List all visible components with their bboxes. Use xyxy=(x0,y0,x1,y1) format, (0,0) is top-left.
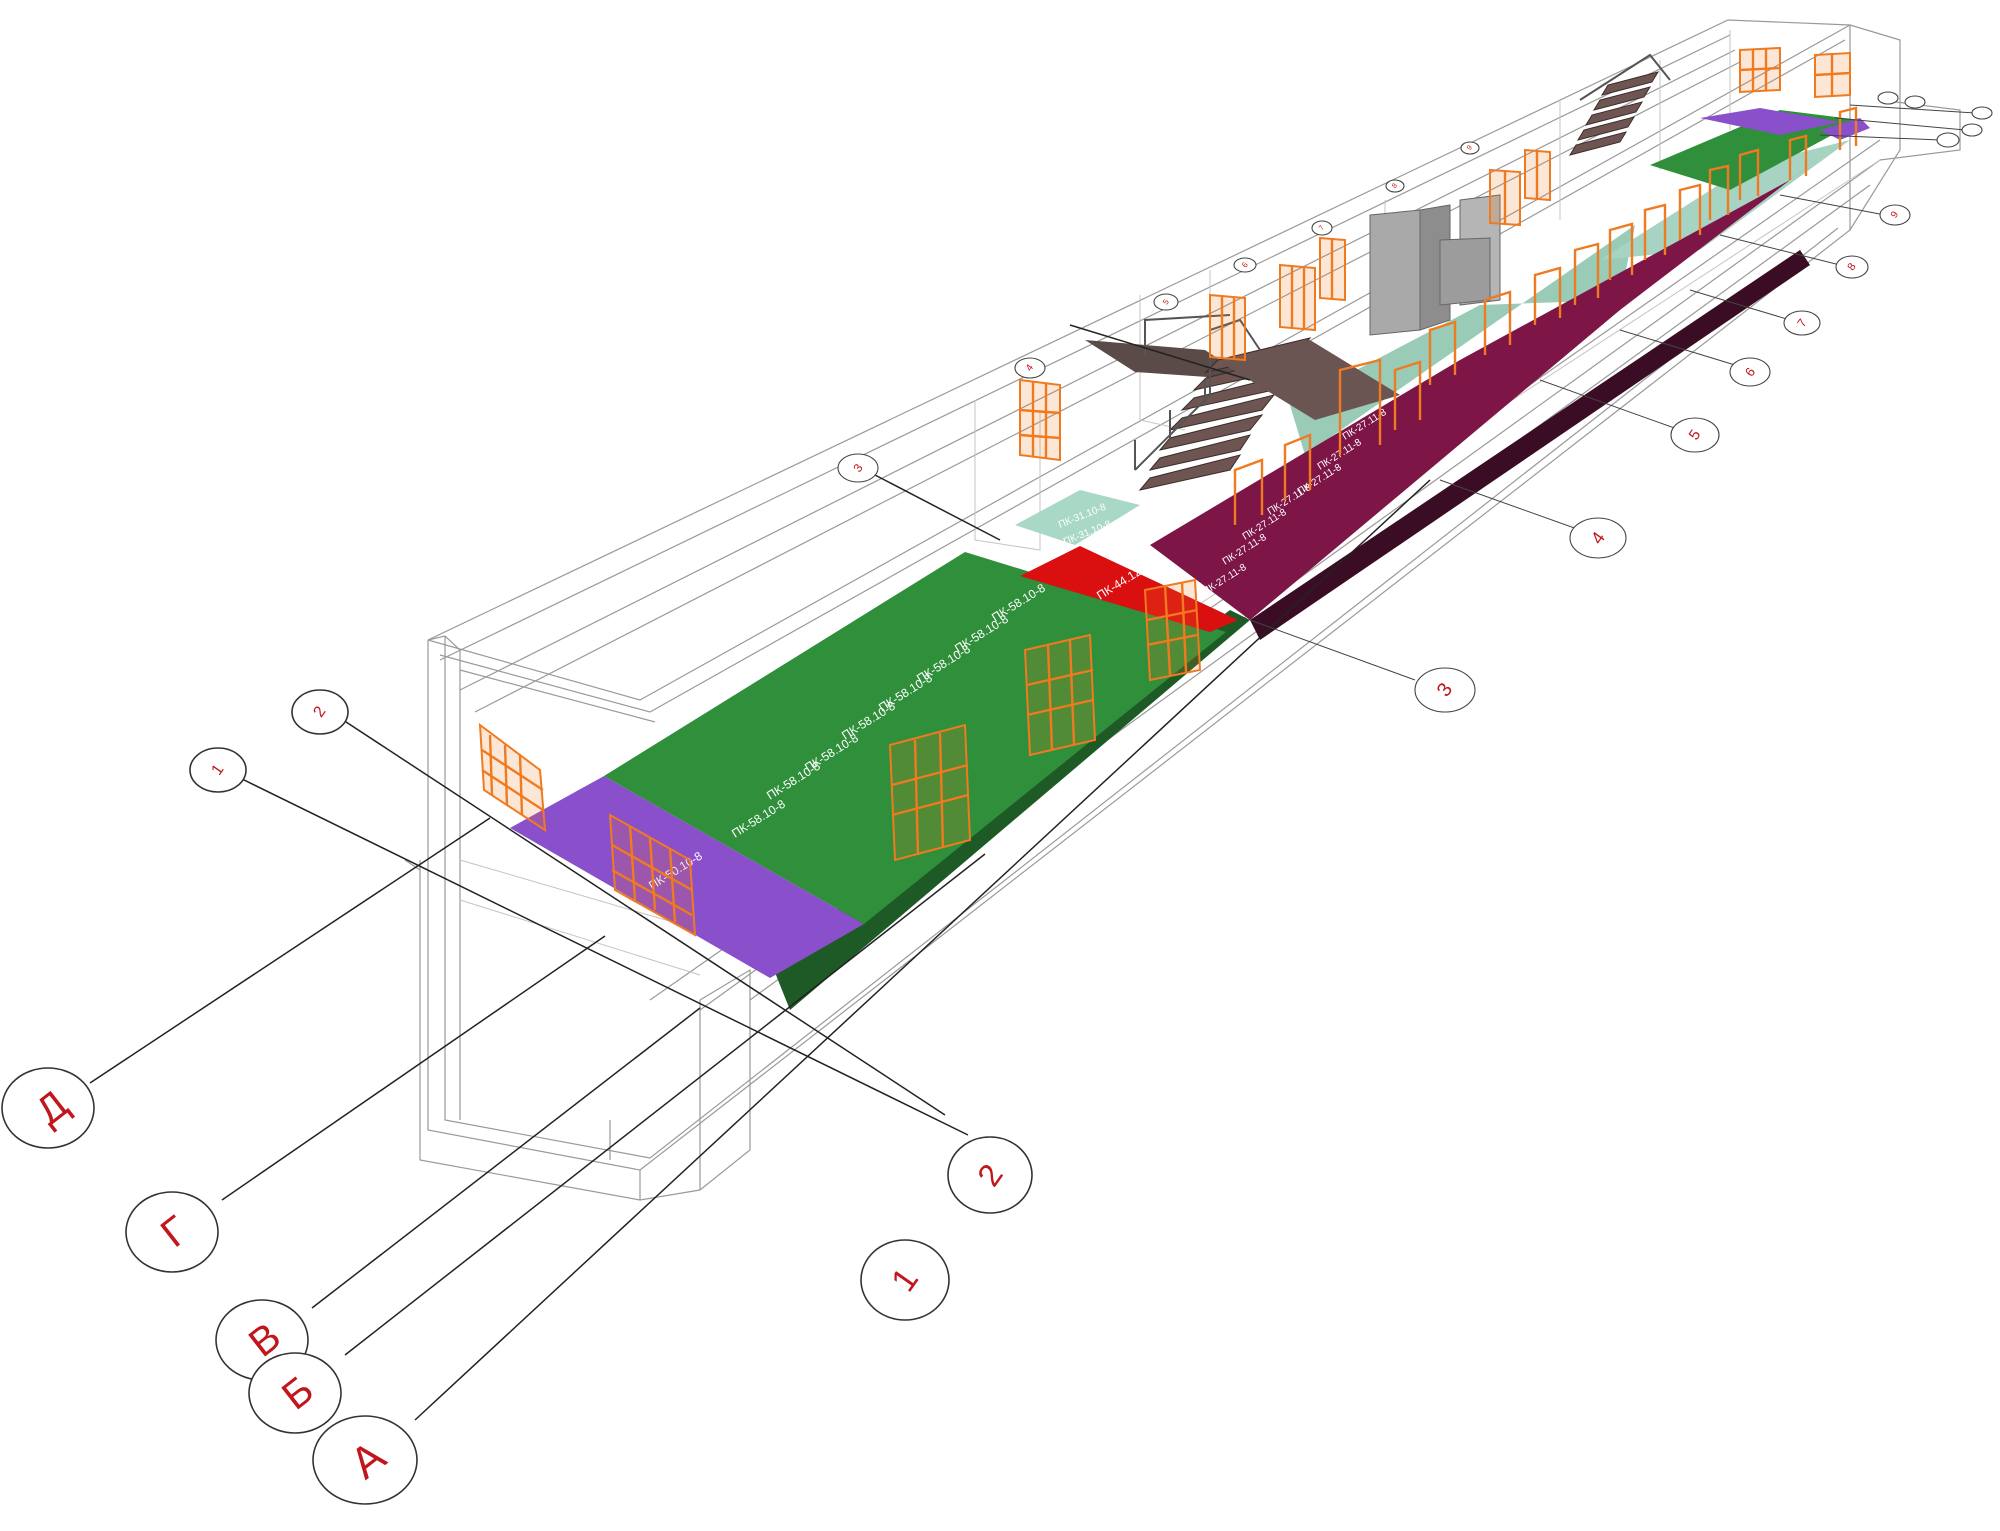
axis-bubble-7-right: 7 xyxy=(1783,310,1821,336)
window xyxy=(888,723,972,862)
axis-bubble-6-back: 6 xyxy=(1233,257,1257,273)
window xyxy=(1019,378,1061,462)
windows xyxy=(478,46,1858,937)
axis-bubble-8-right: 8 xyxy=(1835,255,1869,279)
axis-number-label: 7 xyxy=(1318,224,1326,231)
window xyxy=(1524,148,1551,202)
axis-number-label: 9 xyxy=(1889,209,1901,220)
window xyxy=(1143,578,1202,682)
slab-purple-far xyxy=(1700,108,1840,135)
window xyxy=(1489,168,1521,227)
axis-bubble-a: А xyxy=(312,1415,418,1505)
axis-bubble-far xyxy=(1971,106,1993,120)
axis-bubble-far xyxy=(1877,91,1899,105)
axis-number-label: 5 xyxy=(1161,297,1171,306)
window xyxy=(1209,293,1246,362)
axis-bubble-6-right: 6 xyxy=(1729,357,1771,387)
window xyxy=(1023,633,1097,757)
axis-bubble-3-right: 3 xyxy=(1414,667,1476,713)
letter-axis-bubbles: Д Г В Б А xyxy=(1,1067,418,1505)
slab-purple-far-end xyxy=(1820,118,1870,140)
window xyxy=(1279,263,1316,332)
stairs xyxy=(1085,53,1671,491)
slab-edge-right xyxy=(1250,250,1810,640)
axis-number-label: 4 xyxy=(1024,362,1036,373)
window xyxy=(478,722,547,832)
axis-bubble-7-back: 7 xyxy=(1311,220,1333,236)
axis-number-label: 8 xyxy=(1391,182,1399,189)
axis-bubble-9-back: 9 xyxy=(1460,141,1480,155)
axis-bubble-1-back: 1 xyxy=(189,747,247,793)
axis-bubble-4-back: 4 xyxy=(1014,357,1046,379)
axis-bubble-2-front: 2 xyxy=(947,1136,1033,1214)
window xyxy=(1814,51,1851,99)
slab-teal-landing xyxy=(1015,490,1140,545)
axis-bubble-5-right: 5 xyxy=(1670,417,1720,453)
slab-maroon xyxy=(1150,148,1832,620)
slab-purple xyxy=(510,776,864,978)
axis-bubble-4-right: 4 xyxy=(1569,517,1627,559)
window xyxy=(608,813,697,937)
elevator-shaft xyxy=(1369,209,1421,336)
slab-teal-back xyxy=(1600,140,1850,260)
window xyxy=(1319,236,1346,302)
interior-block xyxy=(1439,237,1491,306)
axis-bubble-8-back: 8 xyxy=(1385,179,1405,193)
axis-bubble-far xyxy=(1936,132,1960,148)
axis-bubble-b: Б xyxy=(248,1352,342,1434)
slab-edge-front xyxy=(770,610,1250,1010)
axis-bubble-3-back: 3 xyxy=(837,453,879,483)
number-axis-bubbles: 1 2 3 4 5 6 7 8 xyxy=(189,91,1993,1321)
stair-upper-landing xyxy=(1225,340,1400,420)
axis-number-label: 8 xyxy=(1845,261,1858,273)
stair-flight-upper xyxy=(1568,71,1660,156)
axis-bubble-1-front: 1 xyxy=(860,1239,950,1321)
axis-number-label: 6 xyxy=(1240,260,1250,269)
door-frames xyxy=(1233,106,1858,525)
axis-bubble-5-back: 5 xyxy=(1153,293,1179,311)
axis-bubble-d: Д xyxy=(1,1067,95,1149)
axis-bubble-far xyxy=(1904,95,1926,109)
interior-elements xyxy=(1369,194,1501,336)
window xyxy=(1739,46,1781,94)
axis-bubble-2-back: 2 xyxy=(291,689,349,735)
grid-leader-lines xyxy=(89,104,1976,1421)
axis-number-label: 9 xyxy=(1466,144,1474,151)
axis-bubble-g: Г xyxy=(125,1191,219,1273)
axis-bubble-9-right: 9 xyxy=(1879,204,1911,226)
axis-bubble-far xyxy=(1961,123,1983,137)
